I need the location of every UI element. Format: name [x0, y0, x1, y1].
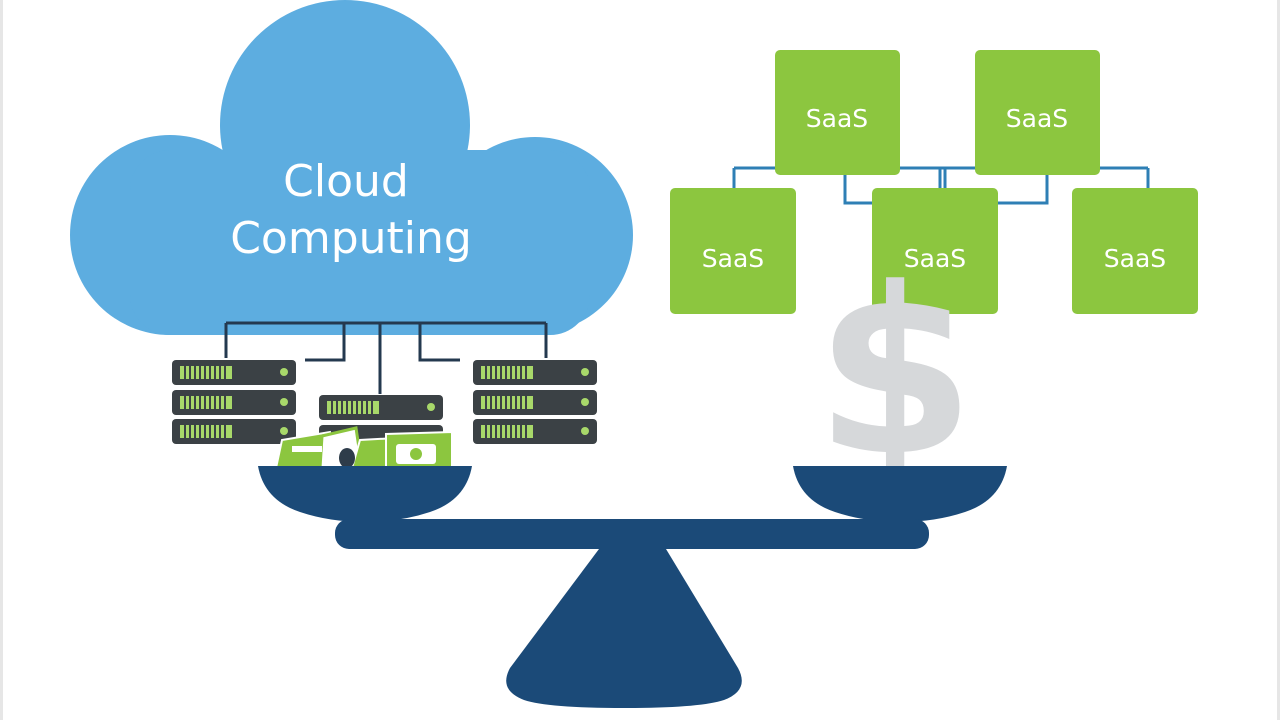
saas-box-bottom-left: SaaS: [670, 188, 796, 314]
saas-box-top-left: SaaS: [775, 50, 900, 175]
scale-pan-right: [793, 466, 1007, 522]
server-rack-icon: [473, 360, 597, 444]
saas-label: SaaS: [806, 104, 868, 133]
saas-label: SaaS: [1006, 104, 1068, 133]
scale-pan-left: [258, 466, 472, 522]
right-frame-border: [1277, 0, 1280, 720]
server-rack-right: [473, 360, 597, 444]
cloud-server-connectors: [224, 321, 548, 394]
saas-box-top-right: SaaS: [975, 50, 1100, 175]
saas-label: SaaS: [1104, 244, 1166, 273]
cloud-title-line2: Computing: [230, 213, 472, 264]
scale-fulcrum: [506, 549, 742, 708]
scale-beam: [335, 519, 929, 549]
server-rack-left: [172, 360, 296, 444]
server-rack-icon: [172, 360, 296, 444]
cloud-icon: [70, 0, 633, 335]
saas-box-bottom-right: SaaS: [1072, 188, 1198, 314]
saas-box-bottom-middle: SaaS: [872, 188, 998, 314]
saas-label: SaaS: [702, 244, 764, 273]
balance-scale-icon: [258, 466, 1007, 708]
saas-label: SaaS: [904, 244, 966, 273]
dollar-sign-icon: $: [815, 240, 975, 507]
left-frame-border: [0, 0, 3, 720]
cloud-title-line1: Cloud: [283, 156, 409, 207]
